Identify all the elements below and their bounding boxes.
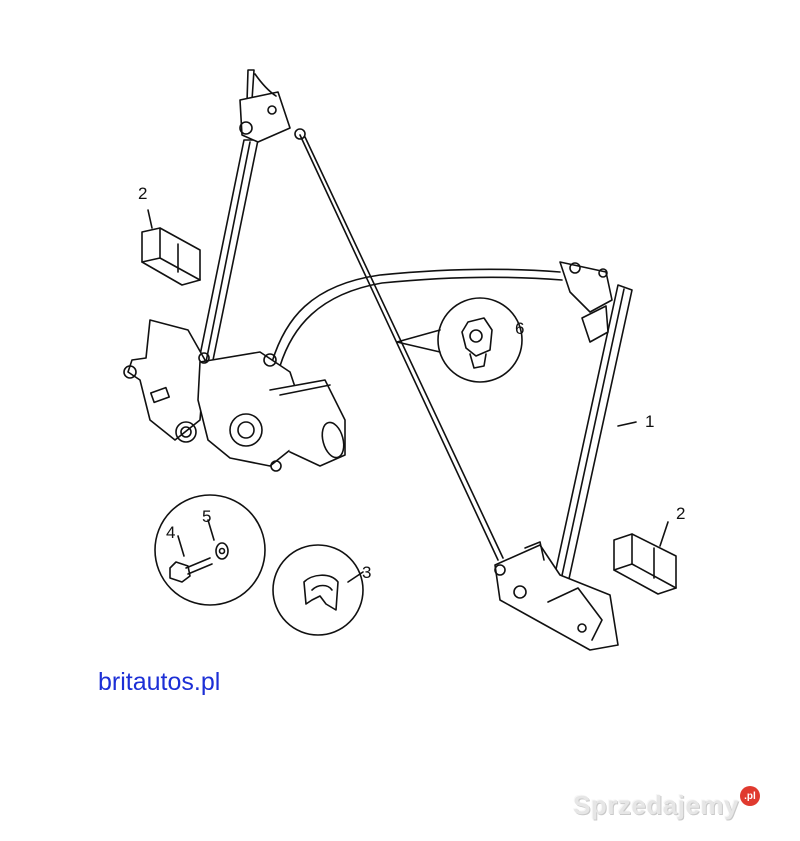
guide-pad-left	[141, 209, 201, 286]
callout-part-5: 5	[202, 507, 211, 526]
callout-part-2-right: 2	[676, 504, 685, 523]
clip-inset-3	[272, 544, 364, 636]
callout-part-3: 3	[362, 563, 371, 582]
brand-watermark: Sprzedajemy .pl	[573, 786, 760, 821]
clip-inset-6	[396, 297, 523, 383]
callout-part-4: 4	[166, 523, 175, 542]
callout-part-2-left: 2	[138, 184, 147, 203]
callout-part-6: 6	[515, 319, 524, 338]
slider-carriage	[494, 541, 619, 651]
leader-part-1	[617, 421, 637, 427]
guide-pad-right	[613, 521, 677, 595]
fastener-inset-4-5	[154, 494, 266, 606]
left-guide-rail	[197, 69, 306, 366]
brand-badge-label: .pl	[744, 790, 756, 802]
brand-badge-icon: .pl	[740, 786, 760, 806]
regulator-cable	[299, 134, 504, 561]
motor-assembly	[123, 319, 346, 472]
brand-watermark-text: Sprzedajemy	[573, 790, 739, 820]
cable-sheath	[271, 268, 563, 367]
callout-part-1: 1	[645, 412, 654, 431]
site-watermark: britautos.pl	[98, 668, 221, 696]
